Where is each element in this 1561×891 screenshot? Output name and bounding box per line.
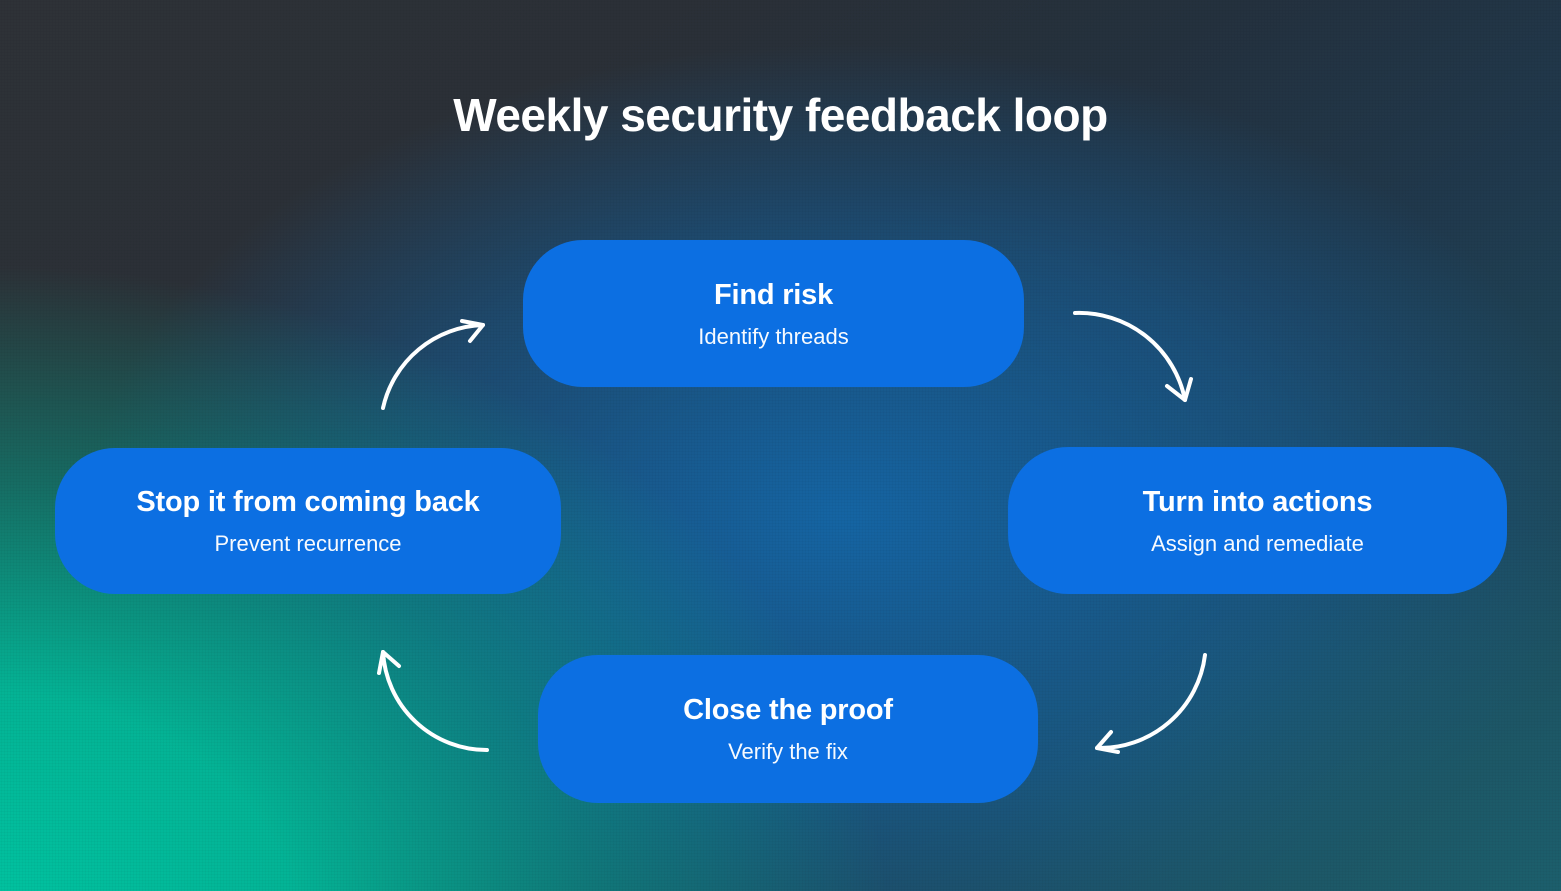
diagram-title: Weekly security feedback loop <box>453 89 1108 141</box>
node-stop-it-from-coming-back-sublabel: Prevent recurrence <box>214 531 402 556</box>
arrow-find-to-actions-icon <box>1073 310 1193 402</box>
arrow-proof-to-stop-icon <box>377 650 489 753</box>
node-turn-into-actions: Turn into actions Assign and remediate <box>1008 447 1507 594</box>
node-stop-it-from-coming-back: Stop it from coming back Prevent recurre… <box>55 448 561 594</box>
node-turn-into-actions-label: Turn into actions <box>1142 485 1373 518</box>
node-close-the-proof-sublabel: Verify the fix <box>728 739 848 764</box>
node-find-risk-sublabel: Identify threads <box>698 323 849 349</box>
node-find-risk-label: Find risk <box>713 278 834 311</box>
node-close-the-proof-label: Close the proof <box>683 694 893 726</box>
node-stop-it-from-coming-back-label: Stop it from coming back <box>136 486 480 518</box>
arrow-stop-to-find-icon <box>381 319 485 410</box>
arrow-actions-to-proof-icon <box>1095 653 1207 754</box>
node-find-risk: Find risk Identify threads <box>523 240 1024 387</box>
node-close-the-proof: Close the proof Verify the fix <box>538 655 1038 803</box>
node-turn-into-actions-sublabel: Assign and remediate <box>1151 530 1364 556</box>
